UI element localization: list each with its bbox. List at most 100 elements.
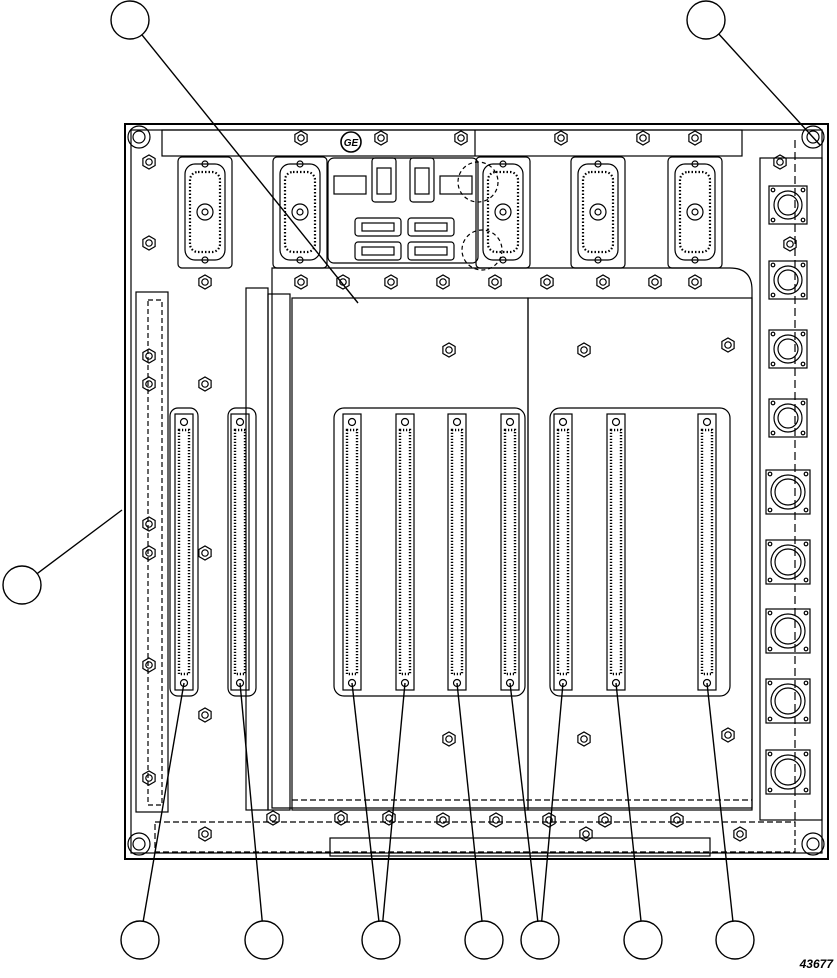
slot-connector-3 — [342, 413, 362, 691]
backplane-slot-connectors — [174, 413, 717, 691]
hex-nut-4 — [142, 348, 156, 364]
rect-connector-5 — [667, 156, 723, 269]
hex-nut-45 — [733, 826, 747, 842]
callout-bottom-2 — [239, 682, 284, 960]
hex-nut-11 — [198, 707, 212, 723]
callout-bubbles — [2, 0, 821, 960]
hex-nut-21 — [294, 274, 308, 290]
circular-connector-6 — [765, 539, 811, 585]
hex-nut-35 — [721, 727, 735, 743]
ge-logo: GE — [340, 131, 362, 153]
hex-nut-46 — [579, 826, 593, 842]
label-plate-left — [333, 175, 367, 195]
hex-nut-18 — [688, 130, 702, 146]
switch-block-3 — [354, 241, 402, 261]
hex-nut-9 — [198, 545, 212, 561]
hex-nut-2 — [142, 235, 156, 251]
hex-nut-7 — [142, 516, 156, 532]
rect-connector-2 — [272, 156, 328, 269]
backplane-board-left — [291, 297, 529, 811]
callout-bottom-7 — [706, 682, 755, 960]
corner-mount-top-right — [801, 125, 825, 149]
hex-nut-26 — [540, 274, 554, 290]
callout-bottom-3 — [351, 682, 406, 960]
hex-nut-5 — [142, 376, 156, 392]
hex-nut-1 — [142, 154, 156, 170]
switch-block-4 — [407, 241, 455, 261]
card-cage-outline — [271, 267, 753, 809]
switch-block-2 — [407, 217, 455, 237]
hex-nut-43 — [198, 826, 212, 842]
hex-nut-6 — [198, 376, 212, 392]
hex-nut-16 — [554, 130, 568, 146]
right-circular-connectors — [765, 185, 811, 795]
slot-group-frame-left-a — [169, 407, 199, 697]
slot-connector-1 — [174, 413, 194, 691]
corner-mounts — [127, 125, 825, 856]
hex-nut-40 — [542, 812, 556, 828]
dsub-connector-2 — [409, 157, 435, 203]
hex-nut-19 — [773, 154, 787, 170]
rect-connector-3 — [475, 156, 531, 269]
hex-nut-41 — [598, 812, 612, 828]
slot-connector-5 — [447, 413, 467, 691]
mounting-hex-nuts — [142, 130, 797, 842]
label-plate-right — [439, 175, 473, 195]
slot-group-frame-2 — [549, 407, 731, 697]
backplane-board-right — [527, 297, 753, 811]
callout-bottom-6 — [615, 682, 663, 960]
card-guide-left-1 — [135, 291, 169, 813]
hex-nut-14 — [374, 130, 388, 146]
bottom-mounting-rail — [154, 821, 796, 853]
rect-connector-4 — [570, 156, 626, 269]
slot-group-frame-1 — [333, 407, 526, 697]
circular-connector-4 — [768, 398, 808, 438]
card-guide-left-2 — [147, 299, 163, 806]
circular-connector-5 — [765, 469, 811, 515]
dashed-detail-circle-1 — [457, 161, 499, 203]
callout-bottom-5 — [509, 682, 564, 960]
hex-nut-30 — [442, 342, 456, 358]
corner-mount-bottom-right — [801, 832, 825, 856]
hex-nut-8 — [142, 545, 156, 561]
figure-number: 43677 — [799, 957, 833, 971]
chassis-outer-border — [124, 123, 829, 860]
top-rectangular-connectors — [177, 156, 723, 269]
circular-connector-3 — [768, 329, 808, 369]
hex-nut-24 — [436, 274, 450, 290]
dashed-detail-circle-2 — [461, 229, 503, 271]
switch-block-1 — [354, 217, 402, 237]
hex-nut-29 — [688, 274, 702, 290]
hex-nut-39 — [489, 812, 503, 828]
circular-connector-1 — [768, 185, 808, 225]
callout-top-right — [686, 0, 821, 146]
hex-nut-22 — [336, 274, 350, 290]
hex-nut-12 — [142, 770, 156, 786]
dsub-panel-outline — [327, 157, 479, 264]
circular-connector-9 — [765, 749, 811, 795]
top-mounting-rail — [161, 129, 743, 157]
hex-nut-27 — [596, 274, 610, 290]
hex-nut-42 — [670, 812, 684, 828]
bottom-plate — [329, 837, 711, 857]
hex-nut-25 — [488, 274, 502, 290]
callout-left — [2, 509, 123, 605]
hex-nut-32 — [721, 337, 735, 353]
corner-mount-bottom-left — [127, 832, 151, 856]
callout-bottom-4 — [456, 682, 504, 960]
hex-nut-33 — [442, 731, 456, 747]
slot-connector-8 — [606, 413, 626, 691]
hex-nut-28 — [648, 274, 662, 290]
hex-nut-13 — [294, 130, 308, 146]
hex-nut-17 — [636, 130, 650, 146]
hex-nut-38 — [436, 812, 450, 828]
card-guide-left-4 — [267, 293, 291, 811]
hex-nut-31 — [577, 342, 591, 358]
hex-nut-34 — [577, 731, 591, 747]
rect-connector-1 — [177, 156, 233, 269]
circular-connector-7 — [765, 608, 811, 654]
slot-connector-9 — [697, 413, 717, 691]
chassis-frame — [124, 123, 829, 860]
